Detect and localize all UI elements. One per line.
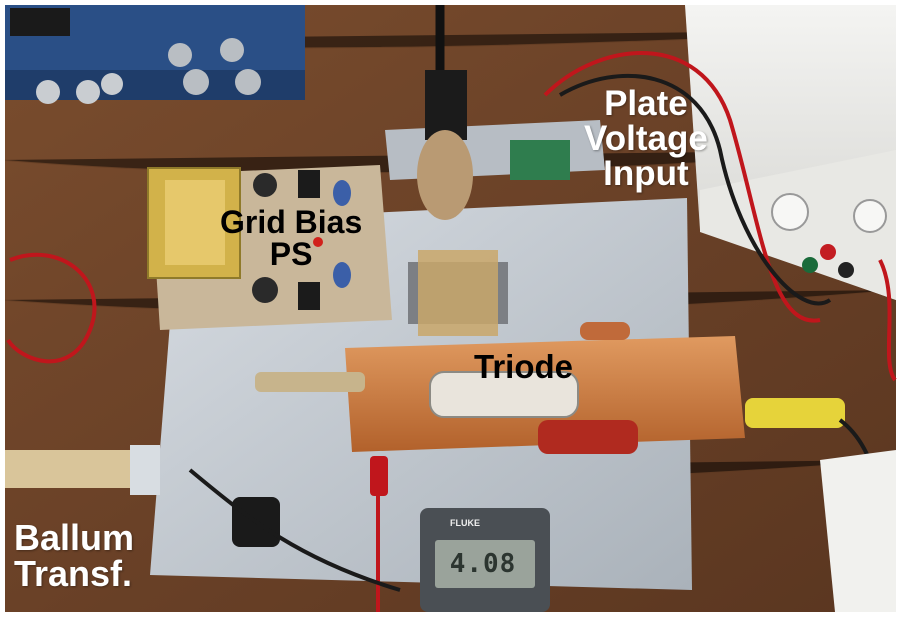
plate-label-line: Plate bbox=[604, 84, 688, 123]
multimeter-display bbox=[435, 540, 535, 588]
ballum-label-line: Transf. bbox=[14, 553, 133, 594]
small-transformer bbox=[408, 250, 508, 336]
copper-plate bbox=[345, 322, 745, 454]
multimeter bbox=[420, 508, 550, 612]
bnc-connector bbox=[5, 372, 365, 495]
ballum-label-line: Ballum bbox=[14, 517, 135, 558]
triode-tube bbox=[429, 371, 579, 418]
ballum-transformer-label: Ballum Transf. bbox=[14, 520, 134, 592]
plate-voltage-input-label: Plate Voltage Input bbox=[584, 86, 708, 191]
yellow-bnc bbox=[745, 398, 845, 428]
red-test-clip bbox=[370, 456, 388, 496]
blue-power-supply bbox=[5, 5, 305, 104]
red-coil bbox=[538, 420, 638, 454]
paper-sheet bbox=[820, 450, 896, 612]
multimeter-reading: 4.08 bbox=[449, 549, 517, 579]
grid-bias-label-line: PS bbox=[269, 236, 313, 272]
plate-label-line: Voltage bbox=[584, 119, 708, 158]
grid-bias-label-line: Grid Bias bbox=[220, 204, 363, 240]
grid-bias-ps-label: Grid Bias PS bbox=[220, 206, 362, 270]
triode-label: Triode bbox=[474, 348, 574, 385]
plate-label-line: Input bbox=[603, 154, 689, 193]
ac-inlet-bracket bbox=[385, 5, 605, 220]
multimeter-brand: FLUKE bbox=[450, 518, 480, 528]
grid-bias-board bbox=[147, 165, 392, 330]
